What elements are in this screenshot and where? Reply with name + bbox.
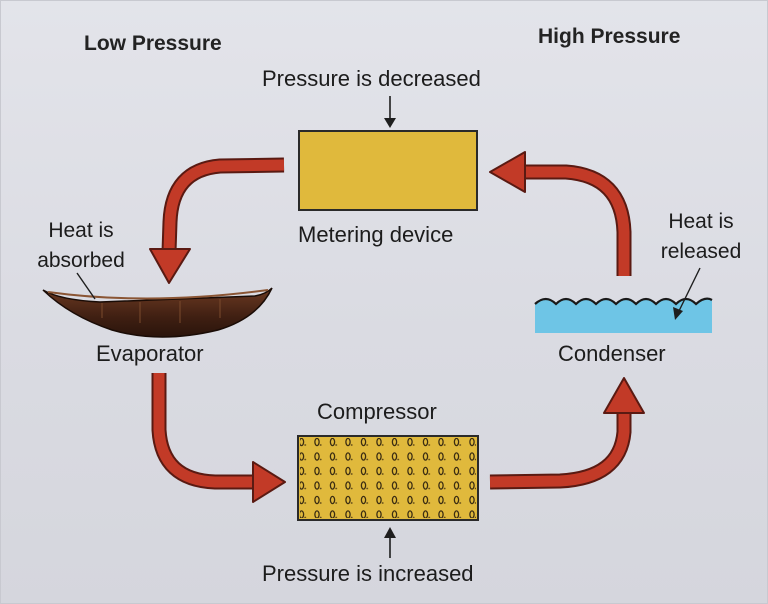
condenser-heat-note-line1: Heat is xyxy=(668,210,734,233)
flow-arrow-evaporator-to-compressor xyxy=(151,373,286,503)
condenser-heat-note-line2: released xyxy=(660,239,742,263)
condenser-water xyxy=(534,297,713,333)
low-pressure-heading: Low Pressure xyxy=(84,32,222,55)
condenser-label: Condenser xyxy=(558,341,666,366)
flow-arrow-compressor-to-condenser xyxy=(489,377,645,490)
evaporator-heat-note-line2: absorbed xyxy=(37,248,125,272)
evaporator-heat-note-line1: Heat is xyxy=(48,219,114,242)
evaporator-heat-note: Heat is absorbed xyxy=(26,216,136,276)
compressor-label: Compressor xyxy=(317,399,437,424)
metering-pressure-note: Pressure is decreased xyxy=(262,66,481,91)
high-pressure-heading: High Pressure xyxy=(538,25,681,48)
metering-device-box xyxy=(298,130,478,211)
metering-device-label: Metering device xyxy=(298,222,454,247)
condenser-note-pointer xyxy=(673,267,701,320)
evaporator-note-pointer xyxy=(76,272,96,300)
condenser-heat-note: Heat is released xyxy=(646,207,756,267)
compressor-box xyxy=(297,435,479,521)
compressor-pressure-note: Pressure is increased xyxy=(262,561,474,586)
metering-pointer-arrow xyxy=(384,96,396,128)
evaporator-label: Evaporator xyxy=(96,341,204,366)
evaporator-coil xyxy=(42,287,273,338)
compressor-pointer-arrow xyxy=(384,527,396,558)
flow-arrow-condenser-to-metering xyxy=(489,151,632,276)
flow-arrow-metering-to-evaporator xyxy=(149,157,285,284)
